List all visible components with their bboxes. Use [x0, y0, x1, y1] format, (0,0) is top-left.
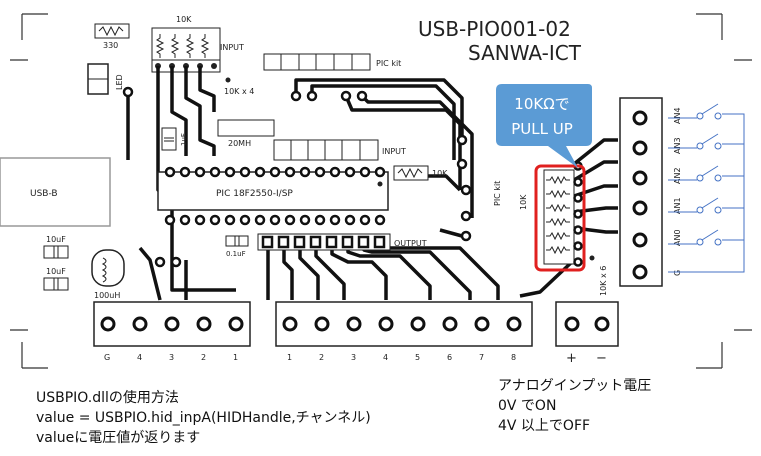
- pic-kit-side-label: PIC kit: [493, 181, 502, 206]
- callout-text: 10KΩで PULL UP: [498, 92, 586, 142]
- analog-pin-an1: AN1: [673, 197, 682, 214]
- capacitor-1uf: 1uF: [161, 127, 188, 151]
- usage-note-line3: valueに電圧値が返ります: [36, 430, 201, 446]
- capacitor-01uf: 0.1uF: [225, 235, 249, 258]
- terminal-block-left: [93, 301, 251, 347]
- terminal-block-power: [555, 301, 619, 347]
- chip-label: PIC 18F2550-I/SP: [216, 189, 293, 199]
- output-pin-2: 2: [319, 353, 324, 362]
- callout-line1: 10KΩで: [514, 95, 570, 113]
- usage-note-line2: value = USBPIO.hid_inpA(HIDHandle,チャンネル): [36, 410, 371, 426]
- output-pin-6: 6: [447, 353, 452, 362]
- cap-10uf-b-label: 10uF: [46, 267, 66, 276]
- switches: [668, 103, 722, 246]
- resistor-array-top: 10K INPUT 10K x 4: [151, 15, 254, 96]
- pullup-highlight-box: [534, 164, 586, 272]
- output-header: OUTPUT: [257, 233, 427, 251]
- pic-chip: PIC 18F2550-I/SP: [157, 166, 389, 226]
- bottom-pin-1: 1: [233, 353, 238, 362]
- usb-b-connector: USB-B: [0, 157, 111, 227]
- pic-kit-top-label: PIC kit: [376, 59, 401, 68]
- terminal-block-output: [275, 301, 533, 347]
- pullup-callout: [496, 84, 592, 168]
- pads: [122, 86, 472, 268]
- analog-pin-an3: AN3: [673, 137, 682, 154]
- input-mid-label: INPUT: [382, 147, 406, 156]
- output-pin-1: 1: [287, 353, 292, 362]
- usb-b-label: USB-B: [30, 189, 58, 199]
- bottom-pin-2: 2: [201, 353, 206, 362]
- coil-20mh-label: 20MH: [228, 139, 251, 148]
- analog-pin-an0: AN0: [673, 229, 682, 246]
- board-outline: [10, 13, 752, 369]
- output-label: OUTPUT: [394, 239, 427, 248]
- resistor-10k-side-label: 10K: [519, 194, 528, 210]
- resistor-330-label: 330: [103, 41, 118, 50]
- resistor-10k-x6-label: 10K x 6: [599, 266, 608, 296]
- pullup-resistor-array: 10K x 6: [543, 161, 608, 296]
- output-pin-4: 4: [383, 353, 388, 362]
- led-label: LED: [115, 74, 124, 90]
- inductor-label: 100uH: [94, 291, 120, 300]
- resistor-10k-x4-label: 10K x 4: [224, 87, 254, 96]
- voltage-notes: アナログインプット電圧 0V でON 4V 以上でOFF: [498, 376, 651, 436]
- resistor-330: 330: [94, 23, 130, 50]
- voltage-note-line1: アナログインプット電圧: [498, 378, 652, 394]
- switch-wiring: [668, 113, 745, 273]
- board-title-line1: USB-PIO001-02: [418, 17, 571, 41]
- voltage-note-line3: 4V 以上でOFF: [498, 418, 591, 434]
- coil-20mh: 20MH: [217, 119, 275, 148]
- input-top-label: INPUT: [220, 43, 244, 52]
- callout-line2: PULL UP: [511, 120, 573, 138]
- board-title-line2: SANWA-ICT: [468, 41, 582, 65]
- power-pin-plus: +: [566, 351, 577, 366]
- pic-kit-header-top: PIC kit: [263, 53, 401, 71]
- voltage-note-line2: 0V でON: [498, 398, 557, 414]
- resistor-10k-top-label: 10K: [176, 15, 192, 24]
- analog-pin-an4: AN4: [673, 107, 682, 124]
- analog-pin-g: G: [673, 270, 682, 276]
- bottom-pin-3: 3: [169, 353, 174, 362]
- output-pin-8: 8: [511, 353, 516, 362]
- cap-01uf-label: 0.1uF: [226, 250, 246, 258]
- input-header-mid: INPUT: [273, 139, 406, 161]
- output-pin-5: 5: [415, 353, 420, 362]
- power-pin-minus: −: [596, 351, 607, 366]
- resistor-10k-mid-label: 10K: [432, 169, 448, 178]
- analog-pin-an2: AN2: [673, 167, 682, 184]
- output-pin-3: 3: [351, 353, 356, 362]
- bottom-pin-g: G: [104, 353, 110, 362]
- output-pin-7: 7: [479, 353, 484, 362]
- cap-1uf-label: 1uF: [180, 133, 188, 146]
- usage-note-line1: USBPIO.dllの使用方法: [36, 390, 179, 406]
- analog-terminal-block: [619, 97, 663, 287]
- resistor-10k-mid: 10K: [393, 165, 448, 181]
- usage-notes: USBPIO.dllの使用方法 value = USBPIO.hid_inpA(…: [36, 388, 371, 448]
- inductor-100uh: 100uH: [91, 249, 125, 300]
- traces: [126, 66, 618, 301]
- led: LED: [87, 63, 124, 95]
- capacitor-10uf-b: 10uF: [43, 267, 69, 291]
- bottom-pin-4: 4: [137, 353, 142, 362]
- capacitor-10uf-a: 10uF: [43, 235, 69, 259]
- cap-10uf-a-label: 10uF: [46, 235, 66, 244]
